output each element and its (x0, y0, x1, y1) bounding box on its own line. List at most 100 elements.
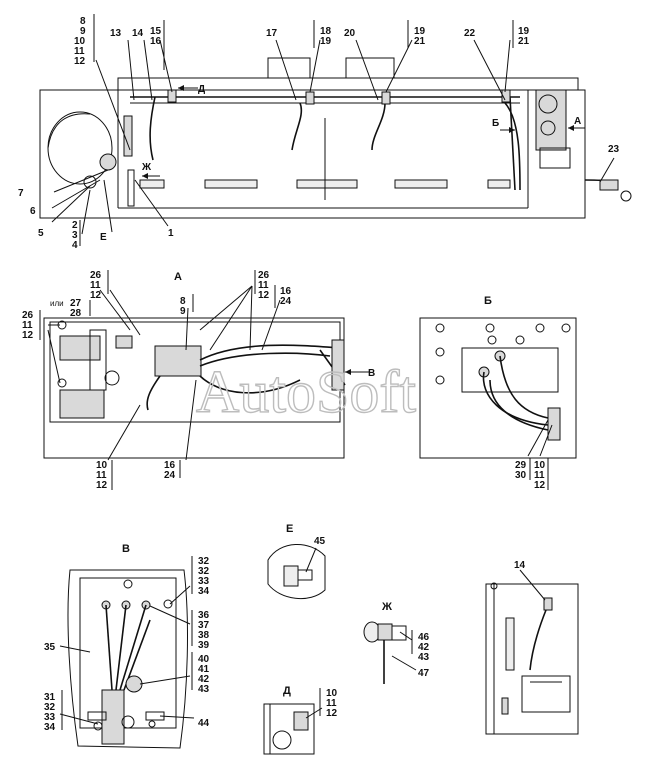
a-callout-11c: 11 (258, 280, 269, 291)
d-callout-12: 12 (326, 708, 338, 719)
a-callout-10: 10 (96, 460, 108, 471)
a-callout-12d: 12 (96, 480, 108, 491)
view-zh: Ж 46 42 43 47 (363, 601, 430, 684)
a-callout-16b: 16 (164, 460, 176, 471)
a-callout-24a: 24 (280, 296, 292, 307)
v-callout-40: 40 (198, 654, 210, 665)
callout-12: 12 (74, 56, 86, 67)
view-d-title: Д (283, 685, 291, 697)
zh-callout-47: 47 (418, 668, 430, 679)
callout-20: 20 (344, 28, 356, 39)
callout-15: 15 (150, 26, 162, 37)
a-callout-12c: 12 (258, 290, 270, 301)
view-a-title: А (174, 271, 182, 283)
callout-21b: 21 (518, 36, 530, 47)
callout-1: 1 (168, 228, 174, 239)
v-callout-42: 42 (198, 674, 210, 685)
v-callout-34a: 34 (198, 586, 210, 597)
callout-18: 18 (320, 26, 332, 37)
watermark: AutoSoft (196, 359, 416, 425)
view-e-title: Е (286, 523, 293, 535)
zh-callout-42: 42 (418, 642, 430, 653)
callout-17: 17 (266, 28, 278, 39)
v-callout-36: 36 (198, 610, 210, 621)
a-callout-8: 8 (180, 296, 186, 307)
view-a: А или 26 (22, 270, 375, 491)
a-callout-24b: 24 (164, 470, 176, 481)
side-view: 14 (485, 560, 579, 735)
view-a-alt-label: или (50, 299, 64, 308)
callout-8: 8 (80, 16, 86, 27)
callout-21a: 21 (414, 36, 426, 47)
view-ref-e: Е (100, 232, 107, 243)
callout-19c: 19 (518, 26, 530, 37)
view-a-ref-v: В (368, 368, 375, 379)
a-callout-9: 9 (180, 306, 186, 317)
callout-11: 11 (74, 46, 85, 57)
v-callout-32c: 32 (44, 702, 56, 713)
side-callout-14: 14 (514, 560, 526, 571)
v-callout-32b: 32 (198, 566, 210, 577)
a-callout-11a: 11 (90, 280, 101, 291)
a-callout-27: 27 (70, 298, 82, 309)
v-callout-43: 43 (198, 684, 210, 695)
v-callout-32a: 32 (198, 556, 210, 567)
callout-9: 9 (80, 26, 86, 37)
b-callout-12: 12 (534, 480, 546, 491)
callout-4: 4 (72, 240, 78, 251)
callout-14: 14 (132, 28, 144, 39)
view-ref-b: Б (492, 118, 499, 129)
view-ref-zh: Ж (141, 162, 152, 173)
v-callout-44: 44 (198, 718, 210, 729)
callout-13: 13 (110, 28, 122, 39)
v-callout-35: 35 (44, 642, 56, 653)
callout-10: 10 (74, 36, 86, 47)
d-callout-10: 10 (326, 688, 338, 699)
zh-callout-46: 46 (418, 632, 430, 643)
zh-callout-43: 43 (418, 652, 430, 663)
a-callout-11b: 11 (22, 320, 33, 331)
callout-19b: 19 (414, 26, 426, 37)
a-callout-12b: 12 (22, 330, 34, 341)
view-v-title: В (122, 543, 130, 555)
view-e: Е 45 (267, 523, 326, 600)
callout-5: 5 (38, 228, 44, 239)
a-callout-26a: 26 (90, 270, 102, 281)
callout-6: 6 (30, 206, 36, 217)
e-callout-45: 45 (314, 536, 326, 547)
view-v: В 32 32 33 34 35 36 37 38 39 4 (44, 543, 210, 749)
a-callout-26c: 26 (258, 270, 270, 281)
v-callout-34b: 34 (44, 722, 56, 733)
v-callout-38: 38 (198, 630, 210, 641)
callout-3: 3 (72, 230, 78, 241)
main-assembly-view: 8 9 10 11 12 13 14 15 16 17 18 19 20 19 … (18, 14, 632, 251)
callout-19a: 19 (320, 36, 332, 47)
b-callout-10: 10 (534, 460, 546, 471)
v-callout-31: 31 (44, 692, 56, 703)
v-callout-33b: 33 (44, 712, 56, 723)
view-d: Д 10 11 12 (263, 685, 338, 755)
view-b-title: Б (484, 295, 492, 307)
d-callout-11: 11 (326, 698, 337, 709)
a-callout-16a: 16 (280, 286, 292, 297)
view-ref-d: Д (198, 84, 205, 95)
callout-2: 2 (72, 220, 78, 231)
view-ref-a: А (574, 116, 581, 127)
a-callout-12a: 12 (90, 290, 102, 301)
callout-23: 23 (608, 144, 620, 155)
a-callout-26b: 26 (22, 310, 34, 321)
v-callout-33a: 33 (198, 576, 210, 587)
view-b: Б 29 30 10 11 12 (419, 295, 577, 491)
v-callout-37: 37 (198, 620, 210, 631)
callout-22: 22 (464, 28, 476, 39)
b-callout-11: 11 (534, 470, 545, 481)
view-zh-title: Ж (381, 601, 392, 613)
v-callout-41: 41 (198, 664, 210, 675)
callout-7: 7 (18, 188, 24, 199)
a-callout-11d: 11 (96, 470, 107, 481)
b-callout-30: 30 (515, 470, 527, 481)
callout-16: 16 (150, 36, 162, 47)
b-callout-29: 29 (515, 460, 527, 471)
a-callout-28: 28 (70, 308, 82, 319)
